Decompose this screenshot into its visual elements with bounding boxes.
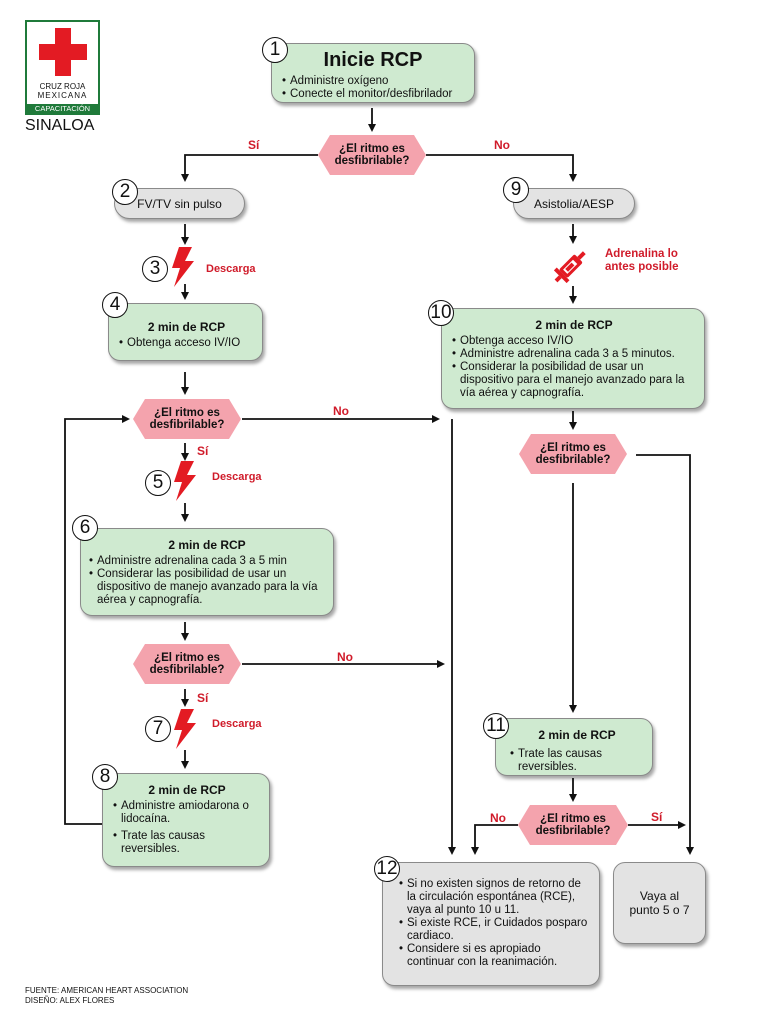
step-1-list: Administre oxígeno Conecte el monitor/de… bbox=[282, 75, 464, 101]
step-10-title: 2 min de RCP bbox=[535, 318, 613, 332]
step-4-title: 2 min de RCP bbox=[147, 320, 226, 334]
step-1-item: Administre oxígeno bbox=[282, 75, 464, 88]
logo-line2: MEXICANA bbox=[37, 91, 88, 100]
step-6-item: Considerar las posibilidad de usar un di… bbox=[89, 568, 325, 607]
step-8-item: Administre amiodarona o lidocaína. bbox=[113, 800, 261, 826]
step-8-list: Administre amiodarona o lidocaína. Trate… bbox=[113, 800, 261, 856]
step-10-item: Obtenga acceso IV/IO bbox=[452, 335, 696, 348]
step-11-box: 2 min de RCP Trate las causas reversible… bbox=[495, 718, 653, 776]
decision-2-no: No bbox=[333, 404, 349, 418]
step-6-list: Administre adrenalina cada 3 a 5 min Con… bbox=[89, 555, 325, 607]
step-3-number: 3 bbox=[142, 256, 168, 282]
lightning-bolt-icon bbox=[172, 247, 194, 287]
step-8-item: Trate las causas reversibles. bbox=[113, 830, 261, 856]
step-6-number: 6 bbox=[72, 515, 98, 541]
step-11-list: Trate las causas reversibles. bbox=[510, 748, 644, 774]
step-10-list: Obtenga acceso IV/IO Administre adrenali… bbox=[452, 335, 696, 400]
step-5-number: 5 bbox=[145, 470, 171, 496]
syringe-icon bbox=[553, 251, 586, 283]
step-4-box: 2 min de RCP Obtenga acceso IV/IO bbox=[108, 303, 263, 361]
step-4-number: 4 bbox=[102, 292, 128, 318]
step-12-item: Si existe RCE, ir Cuidados posparo cardi… bbox=[399, 917, 591, 943]
step-6-item: Administre adrenalina cada 3 a 5 min bbox=[89, 555, 325, 568]
step-8-number: 8 bbox=[92, 764, 118, 790]
step-10-item: Considerar la posibilidad de usar un dis… bbox=[452, 361, 696, 400]
decision-2-diamond bbox=[133, 399, 241, 439]
step-1-box: Inicie RCP Administre oxígeno Conecte el… bbox=[271, 43, 475, 103]
decision-3-diamond bbox=[133, 644, 241, 684]
step-1-number: 1 bbox=[262, 37, 288, 63]
logo-band: CAPACITACIÓN bbox=[27, 104, 98, 114]
step-3-label: Descarga bbox=[206, 263, 256, 275]
decision-5-diamond bbox=[518, 805, 628, 845]
step-4-item: Obtenga acceso IV/IO bbox=[119, 337, 254, 350]
red-cross-icon bbox=[39, 28, 87, 76]
footer-design: DISEÑO: ALEX FLORES bbox=[25, 996, 115, 1005]
step-12-item: Si no existen signos de retorno de la ci… bbox=[399, 878, 591, 917]
footer-source: FUENTE: AMERICAN HEART ASSOCIATION bbox=[25, 986, 189, 995]
decision-3-no: No bbox=[337, 650, 353, 664]
step-9-number: 9 bbox=[503, 177, 529, 203]
decision-2-text: ¿El ritmo es desfibrilable? bbox=[149, 407, 225, 431]
step-11-title: 2 min de RCP bbox=[538, 728, 616, 742]
goto-text: Vaya al punto 5 o 7 bbox=[629, 889, 690, 917]
decision-3-yes: Sí bbox=[197, 691, 209, 705]
step-6-box: 2 min de RCP Administre adrenalina cada … bbox=[80, 528, 334, 616]
decision-5-yes: Sí bbox=[651, 810, 663, 824]
decision-1-no: No bbox=[494, 138, 510, 152]
decision-3-text: ¿El ritmo es desfibrilable? bbox=[149, 652, 225, 676]
step-4-list: Obtenga acceso IV/IO bbox=[119, 337, 254, 350]
step-5-label: Descarga bbox=[212, 471, 262, 483]
decision-1-diamond bbox=[318, 135, 426, 175]
cruz-roja-logo: CRUZ ROJA MEXICANA CAPACITACIÓN bbox=[25, 20, 100, 115]
step-10-item: Administre adrenalina cada 3 a 5 minutos… bbox=[452, 348, 696, 361]
step-1-item: Conecte el monitor/desfibrilador bbox=[282, 88, 464, 101]
decision-2-yes: Sí bbox=[197, 444, 209, 458]
step-8-title: 2 min de RCP bbox=[148, 783, 226, 797]
step-10-box: 2 min de RCP Obtenga acceso IV/IO Admini… bbox=[441, 308, 705, 409]
decision-4-diamond bbox=[519, 434, 627, 474]
step-2-number: 2 bbox=[112, 179, 138, 205]
step-12-box: Si no existen signos de retorno de la ci… bbox=[382, 862, 600, 986]
step-1-title: Inicie RCP bbox=[323, 49, 423, 71]
step-7-label: Descarga bbox=[212, 718, 262, 730]
lightning-bolt-icon bbox=[174, 461, 196, 501]
step-12-list: Si no existen signos de retorno de la ci… bbox=[399, 878, 591, 969]
step-10-number: 10 bbox=[428, 300, 454, 326]
goto-box: Vaya al punto 5 o 7 bbox=[613, 862, 706, 944]
step-9-pill: Asistolia/AESP bbox=[513, 188, 635, 219]
decision-5-text: ¿El ritmo es desfibrilable? bbox=[535, 813, 611, 837]
adrenaline-label: Adrenalina lo antes posible bbox=[605, 248, 679, 273]
step-11-item: Trate las causas reversibles. bbox=[510, 748, 644, 774]
step-12-number: 12 bbox=[374, 856, 400, 882]
lightning-bolt-icon bbox=[174, 709, 196, 749]
logo-line1: CRUZ ROJA bbox=[39, 82, 86, 91]
step-12-item: Considere si es apropiado continuar con … bbox=[399, 943, 591, 969]
step-6-title: 2 min de RCP bbox=[168, 538, 246, 552]
decision-1-yes: Sí bbox=[248, 138, 260, 152]
step-7-number: 7 bbox=[145, 716, 171, 742]
decision-4-text: ¿El ritmo es desfibrilable? bbox=[535, 442, 611, 466]
step-11-number: 11 bbox=[483, 713, 509, 739]
logo-region: SINALOA bbox=[25, 117, 95, 134]
decision-1-text: ¿El ritmo es desfibrilable? bbox=[334, 143, 410, 167]
step-8-box: 2 min de RCP Administre amiodarona o lid… bbox=[102, 773, 270, 867]
decision-5-no: No bbox=[490, 811, 506, 825]
